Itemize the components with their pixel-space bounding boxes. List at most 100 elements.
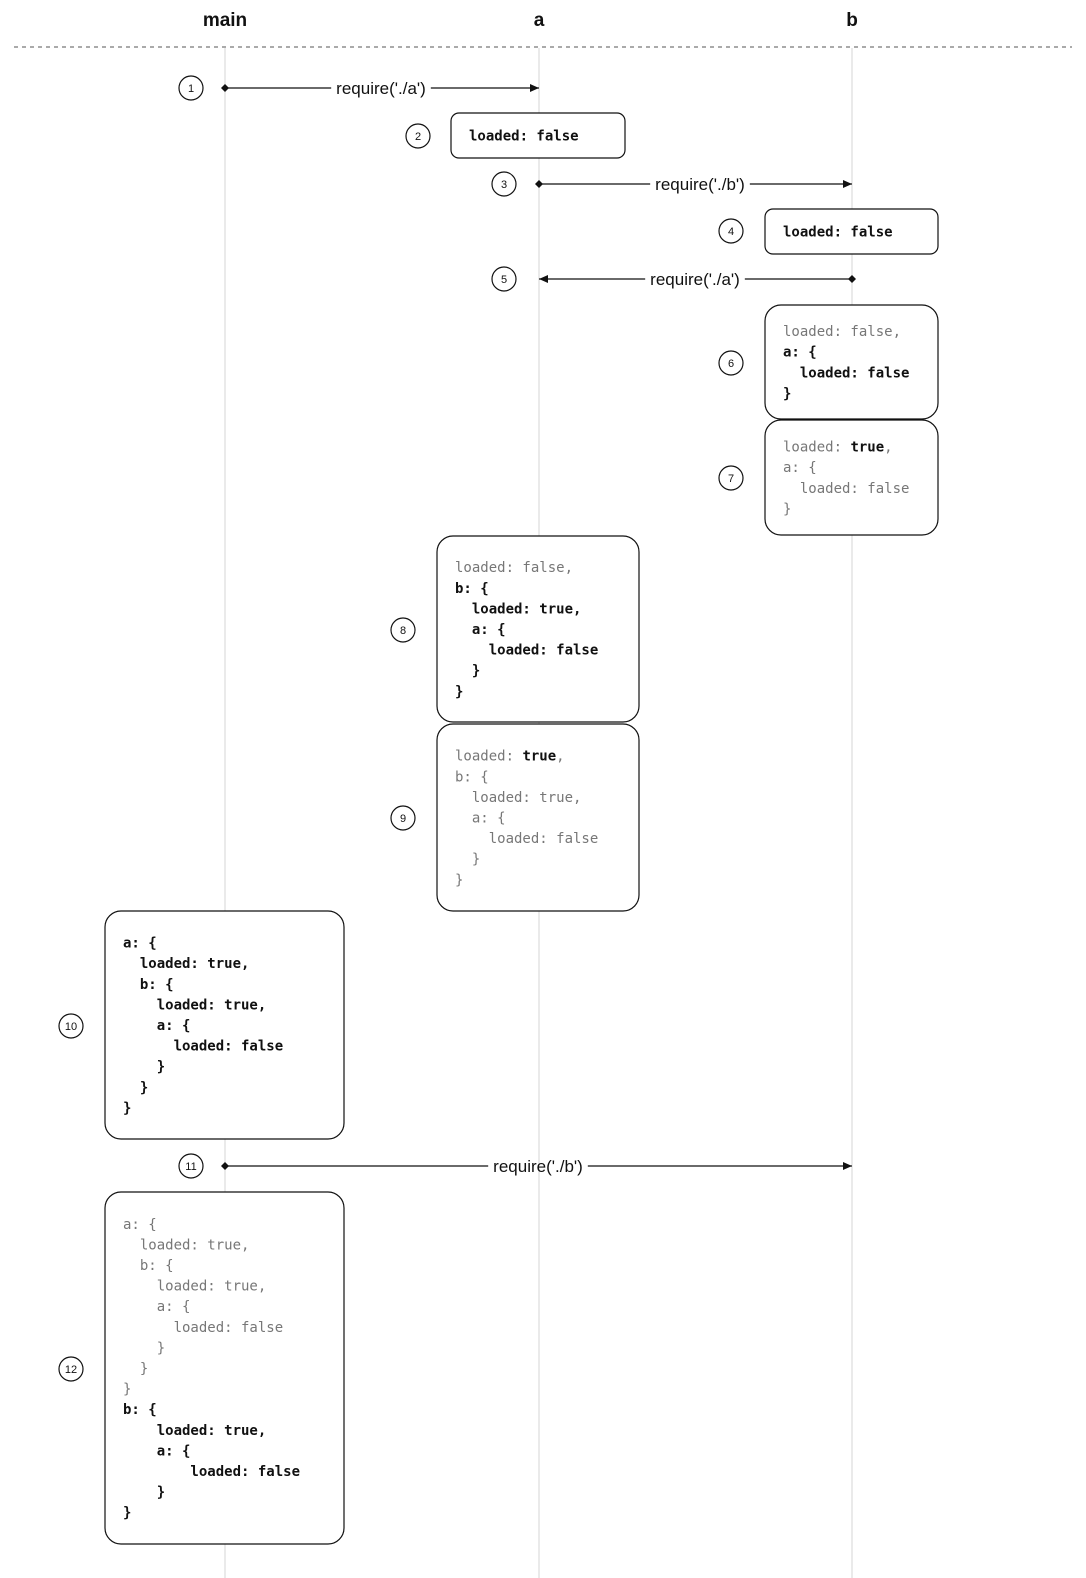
step-number: 12 <box>65 1364 77 1376</box>
code-line: a: { <box>123 1443 190 1459</box>
code-line: a: { <box>783 345 817 361</box>
code-line: } <box>123 1505 131 1521</box>
code-line: } <box>123 1361 148 1377</box>
step-marker <box>718 218 744 244</box>
step-number: 1 <box>188 83 194 95</box>
step-marker <box>491 171 517 197</box>
code-segment: true <box>522 749 556 765</box>
code-line: loaded: true, <box>123 1279 266 1295</box>
code-line: loaded: false <box>123 1320 283 1336</box>
step-marker <box>491 266 517 292</box>
call-label: require('./b') <box>655 175 745 194</box>
code-line: } <box>123 1100 131 1116</box>
code-line: loaded: false <box>455 831 598 847</box>
call-label: require('./a') <box>650 270 740 289</box>
code-line: b: { <box>455 581 489 597</box>
code-line: loaded: true, <box>123 956 249 972</box>
step-2: 2 loaded: false <box>405 112 626 159</box>
state-box <box>104 910 345 1140</box>
step-5: 5 require('./a') <box>491 266 856 292</box>
lane-title-a: a <box>534 10 545 31</box>
lane-title-b: b <box>846 10 858 31</box>
step-marker <box>390 617 416 643</box>
code-line: a: { <box>455 811 506 827</box>
code-line: loaded: false <box>123 1464 300 1480</box>
step-number: 6 <box>728 358 734 370</box>
code-segment: , <box>556 749 564 765</box>
step-10: 10a: { loaded: true, b: { loaded: true, … <box>58 910 345 1140</box>
code-segment: , <box>884 440 892 456</box>
code-line: a: { <box>783 460 817 476</box>
step-marker <box>178 1153 204 1179</box>
step-number: 2 <box>415 131 421 143</box>
code-line: loaded: false <box>783 481 909 497</box>
code-line: b: { <box>455 769 489 785</box>
code-line: b: { <box>123 977 174 993</box>
step-6: 6 loaded: false, a: { loaded: false} <box>718 304 939 420</box>
code-line: loaded: true, <box>455 749 565 765</box>
step-marker <box>718 465 744 491</box>
step-marker <box>58 1356 84 1382</box>
steps: 1 require('./a') 2 loaded: false 3 require('.… <box>58 75 939 1545</box>
state-box <box>104 1191 345 1545</box>
call-label: require('./a') <box>336 79 426 98</box>
step-marker <box>390 805 416 831</box>
code-line: } <box>123 1080 148 1096</box>
code-line: a: { <box>123 1217 157 1233</box>
code-line: } <box>123 1382 131 1398</box>
code-line: a: { <box>123 1018 190 1034</box>
step-9: 9 loaded: true, b: { loaded: true, a: { lo… <box>390 723 640 912</box>
code-segment: true <box>850 440 884 456</box>
lane-title-main: main <box>203 10 247 31</box>
step-7: 7 loaded: true, a: { loaded: false} <box>718 419 939 536</box>
code-segment: loaded: <box>455 749 522 765</box>
step-marker <box>405 123 431 149</box>
code-line: b: { <box>123 1402 157 1418</box>
lane-titles: main a b <box>203 10 858 31</box>
step-number: 10 <box>65 1021 77 1033</box>
code-line: loaded: true, <box>455 601 581 617</box>
step-number: 4 <box>728 226 734 238</box>
code-line: loaded: false, <box>783 324 901 340</box>
step-4: 4 loaded: false <box>718 208 939 255</box>
step-12: 12a: { loaded: true, b: { loaded: true, … <box>58 1191 345 1545</box>
code-line: } <box>455 852 480 868</box>
step-marker <box>178 75 204 101</box>
state-box <box>436 723 640 912</box>
code-line: a: { <box>123 1299 190 1315</box>
code-line: } <box>455 684 463 700</box>
code-line: b: { <box>123 1258 174 1274</box>
code-line: loaded: true, <box>123 1237 249 1253</box>
state-box <box>450 112 626 159</box>
code-line: loaded: true, <box>123 997 266 1013</box>
step-marker <box>718 350 744 376</box>
step-number: 3 <box>501 179 507 191</box>
step-number: 7 <box>728 473 734 485</box>
code-line: } <box>123 1340 165 1356</box>
step-1: 1 require('./a') <box>178 75 539 101</box>
code-line: loaded: false, <box>455 560 573 576</box>
code-line: loaded: false <box>783 225 893 241</box>
step-number: 5 <box>501 274 507 286</box>
code-line: loaded: true, <box>123 1423 266 1439</box>
code-line: } <box>455 872 463 888</box>
code-line: } <box>123 1059 165 1075</box>
code-line: loaded: false <box>469 129 579 145</box>
code-line: } <box>783 501 791 517</box>
code-line: loaded: false <box>783 365 909 381</box>
call-label: require('./b') <box>493 1157 583 1176</box>
code-line: a: { <box>123 936 157 952</box>
state-box <box>764 419 939 536</box>
code-line: loaded: false <box>123 1039 283 1055</box>
step-number: 9 <box>400 813 406 825</box>
state-box <box>436 535 640 723</box>
code-line: } <box>783 386 791 402</box>
code-segment: loaded: <box>783 440 850 456</box>
code-line: } <box>123 1485 165 1501</box>
code-line: a: { <box>455 622 506 638</box>
code-line: loaded: true, <box>783 440 893 456</box>
step-3: 3 require('./b') <box>491 171 852 197</box>
